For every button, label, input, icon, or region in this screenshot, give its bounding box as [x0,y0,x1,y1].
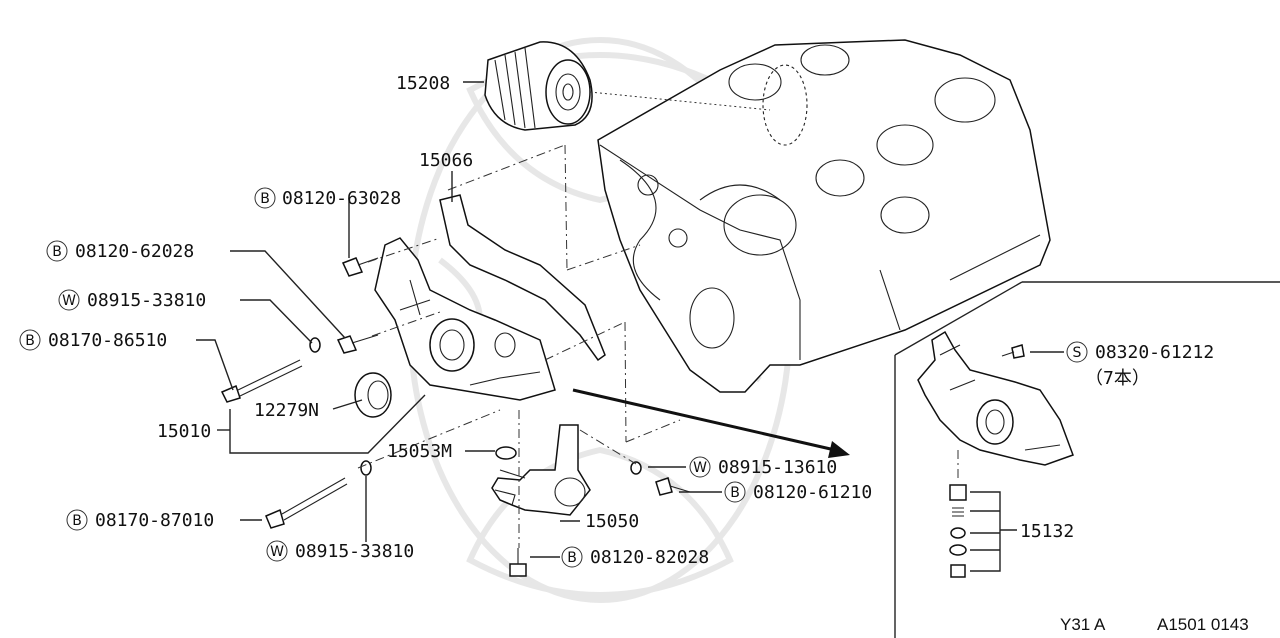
label-strainer[interactable]: 15050 [585,511,639,532]
label-bolt-strainer: 08120-82028 [590,547,709,568]
leader-lines [196,81,1064,572]
label-group-bolt-long-upper[interactable]: B 08170-86510 [19,329,167,351]
label-washer-upper: 08915-33810 [87,290,206,311]
label-group-screw-inset[interactable]: S 08320-61212 [1066,341,1214,363]
washer-symbol: W [270,544,284,560]
oil-strainer [491,424,591,516]
relief-valve-parts [949,484,967,578]
bolt-symbol: B [730,485,740,501]
bolt-symbol: B [260,191,270,207]
label-group-bolt-long-lower[interactable]: B 08170-87010 [66,509,214,531]
oil-pump-assembly [374,237,556,401]
inset-frame [894,281,1280,638]
washer-symbol: W [693,460,707,476]
label-relief-valve[interactable]: 15132 [1020,521,1074,542]
inset-oil-pump [917,330,1074,466]
label-bolt-right: 08120-61210 [753,482,872,503]
bolt-symbol: B [72,513,82,529]
label-gasket[interactable]: 15066 [419,150,473,171]
label-oil-filter[interactable]: 15208 [396,73,450,94]
label-group-bolt-strainer[interactable]: B 08120-82028 [561,546,709,568]
label-bolt-long-upper: 08170-86510 [48,330,167,351]
bolt-long-upper [220,359,303,403]
oring [495,446,517,460]
washer-right [630,461,642,475]
label-screw-inset: 08320-61212 [1095,342,1214,363]
inset-screw [1001,344,1025,359]
label-bolt-upper: 08120-62028 [75,241,194,262]
engine-block [597,39,1051,393]
label-group-bolt-upper[interactable]: B 08120-62028 [46,240,194,262]
bolt-symbol: B [567,550,577,566]
label-bolt-top: 08120-63028 [282,188,401,209]
bolt-symbol: B [25,333,35,349]
bolt-symbol: B [52,244,62,260]
washer-lower [360,460,372,476]
label-group-bolt-right[interactable]: B 08120-61210 [724,481,872,503]
label-oring[interactable]: 15053M [387,441,452,462]
screw-symbol: S [1073,345,1082,361]
assembly-lines [357,144,681,548]
bolt-strainer [509,548,527,577]
label-screw-qty: （7本） [1085,368,1150,389]
label-group-washer-right[interactable]: W 08915-13610 [689,456,837,478]
label-bolt-long-lower: 08170-87010 [95,510,214,531]
label-seal[interactable]: 12279N [254,400,319,421]
label-washer-right: 08915-13610 [718,457,837,478]
front-oil-seal [354,372,392,418]
footer-code: A1501 0143 [1157,615,1249,634]
label-pump-assy[interactable]: 15010 [157,421,211,442]
label-group-washer-lower[interactable]: W 08915-33810 [266,540,414,562]
label-group-bolt-top[interactable]: B 08120-63028 [254,187,401,209]
washer-symbol: W [62,293,76,309]
detail-arrow [572,388,850,458]
bolt-upper [336,334,379,354]
bolt-top [341,257,379,277]
washer-upper [309,337,321,353]
label-group-washer-upper[interactable]: W 08915-33810 [58,289,206,311]
label-washer-lower: 08915-33810 [295,541,414,562]
footer-model: Y31 A [1060,615,1106,634]
oil-filter [484,41,593,131]
bolt-long-lower [265,477,348,529]
bolt-right [655,477,691,496]
pump-gasket [439,194,606,362]
